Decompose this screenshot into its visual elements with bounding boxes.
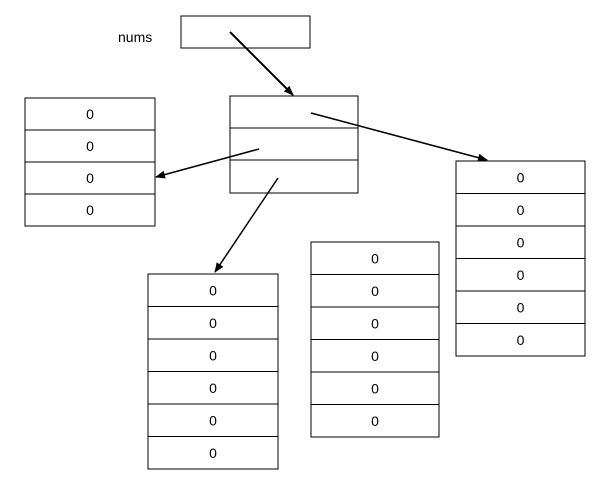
array-cell	[455, 193, 586, 227]
array-cell	[310, 404, 440, 438]
array-cell	[310, 274, 440, 308]
array-cell-value: 0	[517, 202, 525, 218]
outer-array	[229, 95, 359, 194]
array-cell	[147, 436, 279, 470]
array-cell-value: 0	[86, 170, 94, 186]
array-cell-value: 0	[371, 283, 379, 299]
array-cell-value: 0	[371, 380, 379, 396]
array-cell-value: 0	[209, 380, 217, 396]
variable-box	[180, 15, 311, 49]
array-left: 0 0 0 0	[24, 97, 156, 227]
array-cell-value: 0	[209, 412, 217, 428]
outer-array-cell	[229, 159, 359, 194]
arrow-row0-to-right	[310, 112, 488, 162]
array-cell	[147, 306, 279, 340]
array-cell	[455, 323, 586, 357]
array-cell	[147, 371, 279, 405]
array-right: 0 0 0 0 0 0	[455, 160, 586, 357]
array-cell-value: 0	[371, 348, 379, 364]
array-cell-value: 0	[86, 202, 94, 218]
array-cell-value: 0	[209, 315, 217, 331]
array-cell	[24, 129, 156, 163]
array-cell	[455, 160, 586, 194]
array-bottom: 0 0 0 0 0 0	[147, 273, 279, 470]
array-cell-value: 0	[86, 138, 94, 154]
array-cell-value: 0	[517, 299, 525, 315]
array-cell	[24, 193, 156, 227]
array-cell-value: 0	[209, 347, 217, 363]
array-cell	[24, 97, 156, 131]
array-middle: 0 0 0 0 0 0	[310, 241, 440, 438]
array-cell-value: 0	[209, 282, 217, 298]
array-cell	[455, 258, 586, 292]
arrow-nums-to-outer	[229, 31, 294, 96]
array-cell	[24, 161, 156, 195]
array-cell-value: 0	[371, 315, 379, 331]
array-cell-value: 0	[371, 250, 379, 266]
array-cell-value: 0	[517, 169, 525, 185]
array-cell-value: 0	[517, 332, 525, 348]
array-cell	[455, 290, 586, 324]
array-cell-value: 0	[517, 267, 525, 283]
array-cell-value: 0	[209, 445, 217, 461]
array-cell-value: 0	[86, 106, 94, 122]
array-cell-value: 0	[371, 413, 379, 429]
array-cell	[310, 339, 440, 373]
array-cell	[310, 241, 440, 275]
arrow-row1-to-left	[155, 148, 260, 179]
outer-array-cell	[229, 95, 359, 129]
arrow-row2-to-bottom	[214, 177, 279, 273]
array-cell	[455, 225, 586, 259]
variable-label: nums	[118, 29, 152, 45]
array-cell-value: 0	[517, 234, 525, 250]
outer-array-cell	[229, 127, 359, 161]
